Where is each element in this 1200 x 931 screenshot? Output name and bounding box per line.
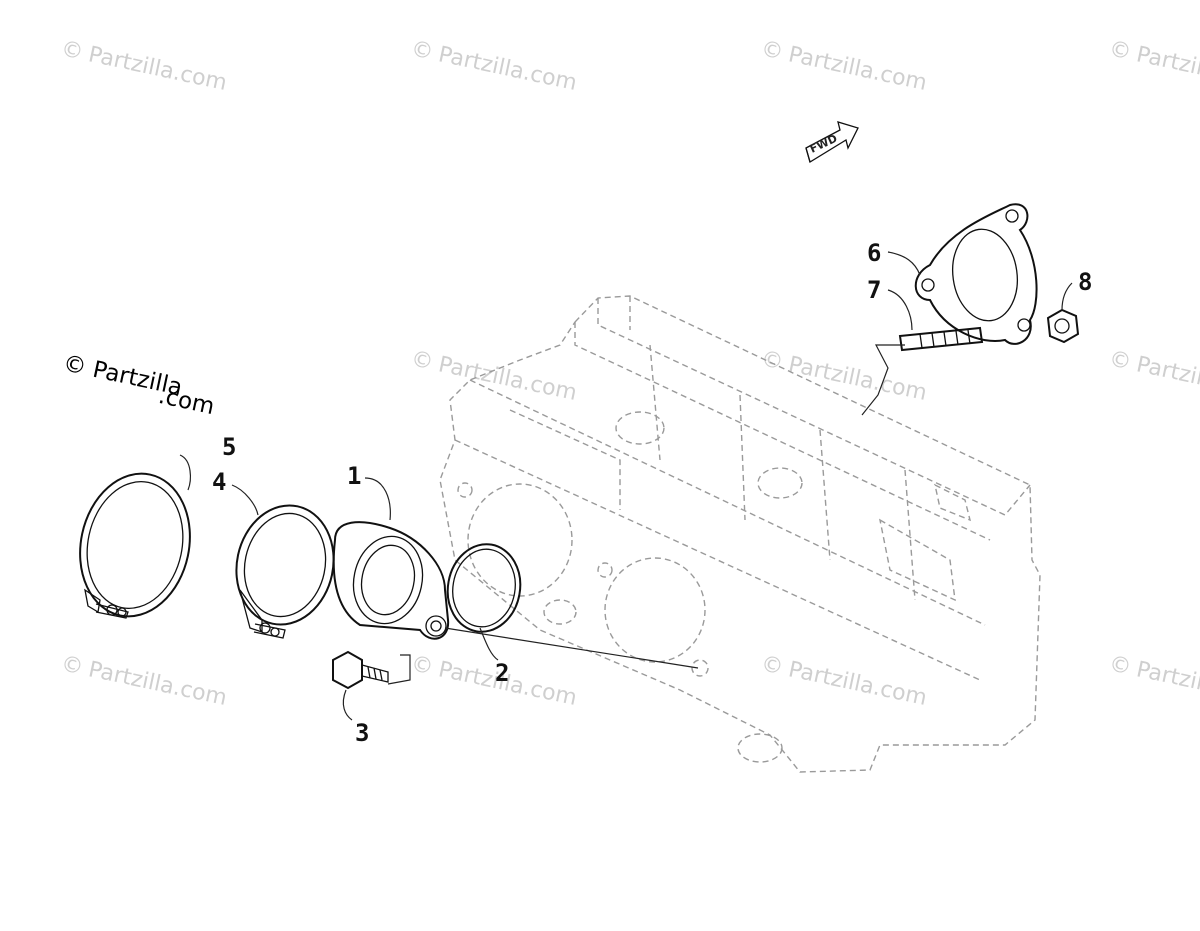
watermark-layer: ©Partzilla.com ©Partzilla.com ©Partzilla… bbox=[59, 36, 1200, 711]
clamp-part-5 bbox=[79, 472, 191, 619]
watermark: ©Partzilla.com bbox=[59, 36, 229, 96]
flange-gasket-part-6 bbox=[914, 203, 1038, 345]
watermark: ©Partzilla.com bbox=[1107, 651, 1200, 711]
watermark: ©Partzilla.com bbox=[1107, 36, 1200, 96]
callout-8: 8 bbox=[1078, 268, 1092, 296]
clamp-part-4 bbox=[235, 504, 335, 639]
watermark: ©Partzilla.com bbox=[59, 651, 229, 711]
brand-line-2: .com bbox=[156, 383, 217, 420]
callout-6: 6 bbox=[867, 239, 881, 267]
elbow-fitting-part-1 bbox=[332, 521, 450, 640]
callout-7: 7 bbox=[867, 276, 881, 304]
svg-text:©Partzilla.com: ©Partzilla.com bbox=[1107, 346, 1200, 406]
brand-mark: © Partzilla .com bbox=[61, 350, 217, 420]
callout-1: 1 bbox=[347, 462, 361, 490]
callout-3: 3 bbox=[355, 719, 369, 747]
svg-text:©Partzilla.com: ©Partzilla.com bbox=[409, 36, 579, 96]
callouts: 5 4 1 2 3 6 7 8 bbox=[212, 239, 1092, 747]
callout-5: 5 bbox=[222, 433, 236, 461]
leader-lines bbox=[179, 251, 1073, 721]
forward-label: FWD bbox=[808, 132, 840, 156]
svg-text:©Partzilla.com: ©Partzilla.com bbox=[409, 651, 579, 711]
watermark: ©Partzilla.com bbox=[759, 36, 929, 96]
svg-text:©Partzilla.com: ©Partzilla.com bbox=[759, 651, 929, 711]
engine-block-outline bbox=[439, 295, 1041, 773]
svg-text:©Partzilla.com: ©Partzilla.com bbox=[59, 651, 229, 711]
o-ring-part-2 bbox=[446, 543, 522, 633]
bolt-part-3 bbox=[332, 650, 389, 690]
svg-text:©Partzilla.com: ©Partzilla.com bbox=[1107, 651, 1200, 711]
watermark: ©Partzilla.com bbox=[409, 36, 579, 96]
callout-2: 2 bbox=[495, 659, 509, 687]
watermark: ©Partzilla.com bbox=[409, 651, 579, 711]
svg-text:©Partzilla.com: ©Partzilla.com bbox=[59, 36, 229, 96]
svg-text:©Partzilla.com: ©Partzilla.com bbox=[409, 346, 579, 406]
nut-part-8 bbox=[1046, 308, 1080, 344]
watermark: ©Partzilla.com bbox=[409, 346, 579, 406]
watermark: ©Partzilla.com bbox=[759, 651, 929, 711]
svg-text:©Partzilla.com: ©Partzilla.com bbox=[1107, 36, 1200, 96]
stud-part-7 bbox=[898, 326, 984, 352]
forward-arrow-icon: FWD bbox=[805, 121, 859, 164]
watermark: ©Partzilla.com bbox=[1107, 346, 1200, 406]
callout-4: 4 bbox=[212, 468, 226, 496]
svg-text:©Partzilla.com: ©Partzilla.com bbox=[759, 36, 929, 96]
